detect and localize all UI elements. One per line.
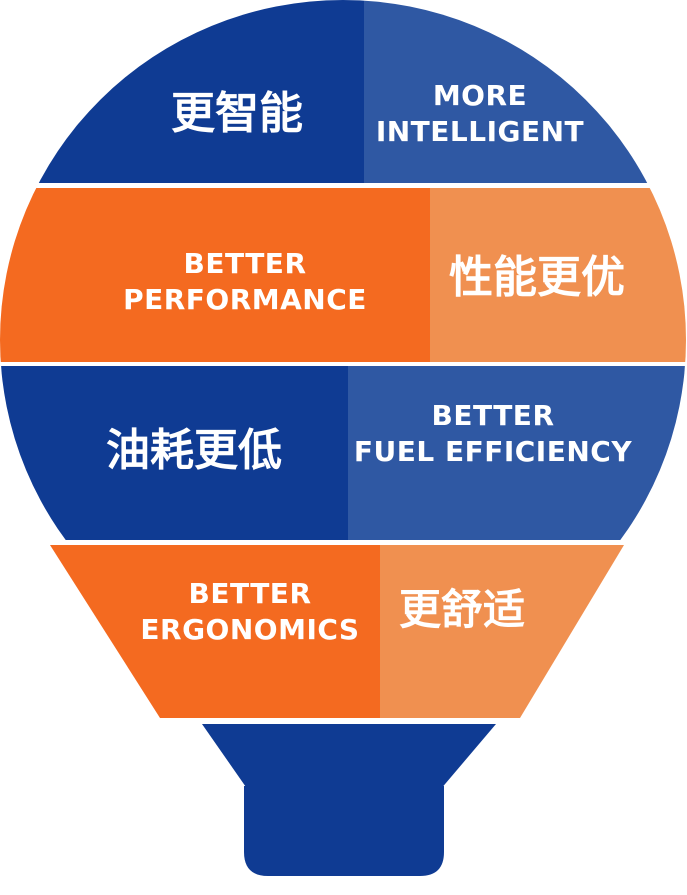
band-fuel-left — [0, 366, 348, 540]
label-intelligent-zh: 更智能 — [171, 88, 303, 139]
label-ergonomics-en: BETTER ERGONOMICS — [140, 577, 360, 646]
label-fuel-zh: 油耗更低 — [106, 425, 282, 476]
bulb-cap — [244, 786, 444, 876]
band-ergonomics-right — [380, 545, 624, 718]
label-intelligent-en: MORE INTELLIGENT — [375, 79, 585, 148]
band-performance — [0, 188, 686, 362]
label-performance-zh: 性能更优 — [449, 252, 625, 303]
label-ergonomics-zh: 更舒适 — [398, 585, 525, 634]
bulb-neck — [202, 724, 496, 790]
band-fuel-right — [348, 366, 686, 540]
band-performance-right — [430, 188, 686, 362]
band-fuel-efficiency — [0, 366, 686, 540]
label-performance-en: BETTER PERFORMANCE — [123, 247, 367, 316]
band-ergonomics-left — [50, 545, 380, 718]
band-performance-left — [0, 188, 430, 362]
bulb-base — [202, 724, 496, 876]
label-fuel-en: BETTER FUEL EFFICIENCY — [353, 399, 633, 468]
band-ergonomics — [50, 545, 624, 718]
